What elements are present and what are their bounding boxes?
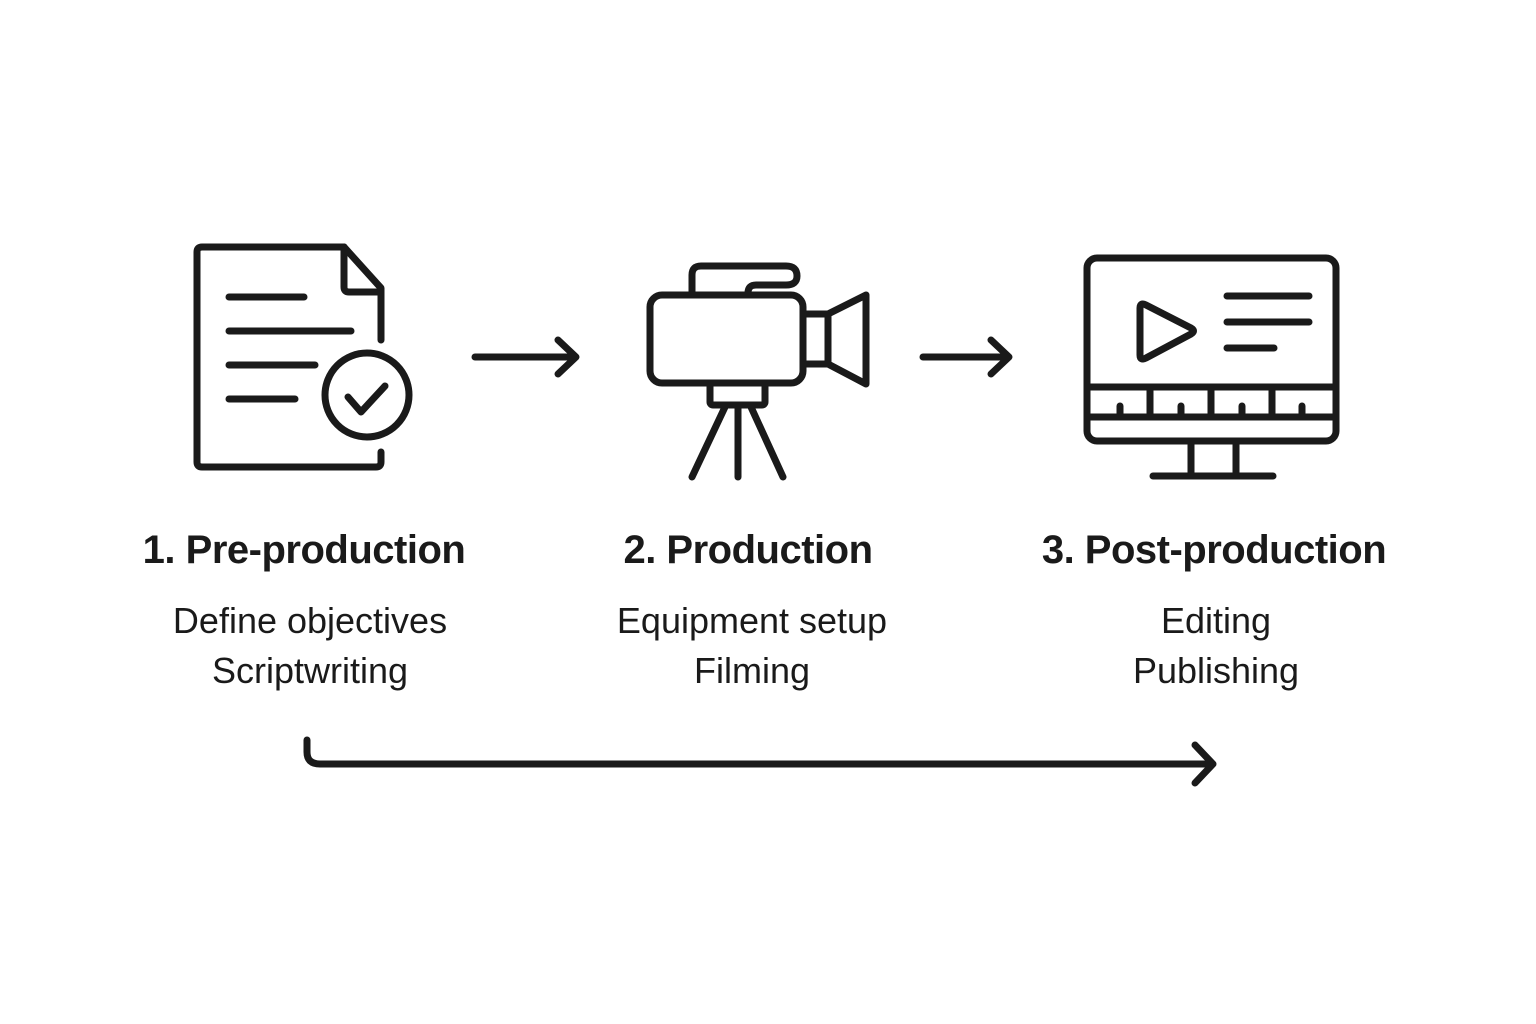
- arrow-right-icon: [918, 335, 1018, 380]
- task-item: Filming: [693, 650, 810, 691]
- monitor-video-editing-icon: [1080, 250, 1345, 485]
- bottom-flow-arrow-icon: [295, 728, 1225, 788]
- stage-tasks-post-production: Editing Publishing: [1133, 596, 1299, 696]
- task-item: Scriptwriting: [211, 650, 409, 691]
- stage-tasks-production: Equipment setup Filming: [617, 596, 887, 696]
- stage-title-pre-production: 1. Pre-production: [142, 528, 466, 572]
- stage-title-post-production: 3. Post-production: [1041, 528, 1387, 572]
- document-check-icon: [190, 240, 420, 480]
- video-camera-tripod-icon: [640, 250, 880, 490]
- stage-tasks-pre-production: Define objectives Scriptwriting: [173, 596, 447, 696]
- task-item: Equipment setup: [616, 600, 888, 641]
- task-item: Publishing: [1132, 650, 1300, 691]
- stage-title-production: 2. Production: [623, 528, 873, 572]
- task-item: Editing: [1160, 600, 1272, 641]
- task-item: Define objectives: [172, 600, 448, 641]
- arrow-right-icon: [470, 335, 585, 380]
